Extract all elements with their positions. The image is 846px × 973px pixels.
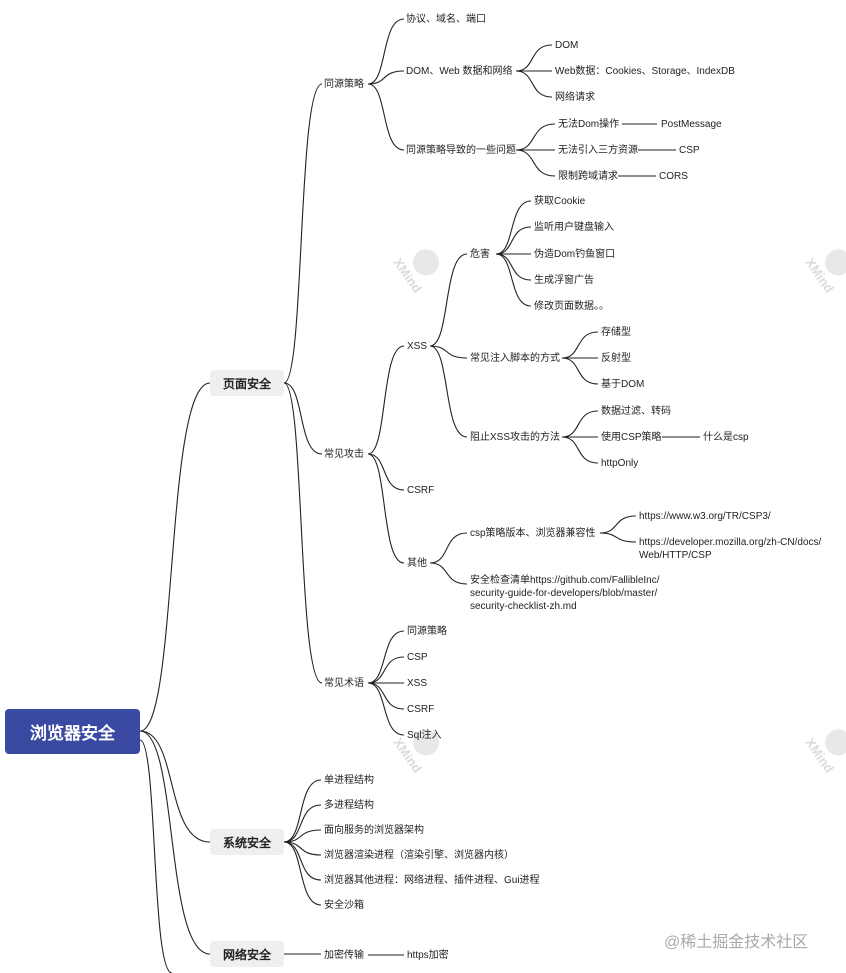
- connector-line: [139, 739, 173, 973]
- topic-dom-web-network[interactable]: DOM、Web 数据和网络: [406, 66, 513, 77]
- topic-system-security[interactable]: 系统安全: [210, 829, 284, 855]
- topic-system-item[interactable]: 浏览器渲染进程（渲染引擎、浏览器内核）: [324, 850, 514, 861]
- connector-line: [515, 123, 556, 151]
- topic-inject-item[interactable]: 基于DOM: [601, 379, 645, 390]
- topic-csrf[interactable]: CSRF: [407, 485, 435, 496]
- topic-system-item[interactable]: 面向服务的浏览器架构: [324, 825, 424, 836]
- topic-harm-item[interactable]: 监听用户键盘输入: [534, 222, 614, 233]
- connector-line: [367, 656, 405, 684]
- connector-line: [599, 532, 637, 543]
- connector-line: [283, 841, 322, 881]
- connector-line: [429, 345, 468, 359]
- connector-line: [367, 453, 405, 564]
- topic-dom[interactable]: DOM: [555, 40, 579, 51]
- connector-line: [367, 453, 405, 491]
- connector-line: [367, 18, 405, 85]
- connector-line: [429, 562, 468, 585]
- connector-line: [495, 253, 532, 307]
- topic-system-item[interactable]: 安全沙箱: [324, 900, 364, 911]
- topic-inject-item[interactable]: 反射型: [601, 353, 631, 364]
- topic-url-mdn[interactable]: https://developer.mozilla.org/zh-CN/docs…: [639, 537, 822, 561]
- connector-line: [139, 730, 211, 955]
- connector-line: [561, 436, 599, 464]
- connector-line: [367, 345, 405, 455]
- connector-line: [495, 226, 532, 255]
- connector-line: [515, 149, 556, 177]
- topic-xss[interactable]: XSS: [407, 341, 428, 352]
- connector-line: [367, 83, 405, 151]
- connector-line: [429, 532, 468, 564]
- connector-line: [515, 44, 553, 72]
- connector-line: [561, 331, 599, 359]
- topic-harm-item[interactable]: 伪造Dom钓鱼窗口: [534, 249, 616, 260]
- connector-line: [139, 382, 211, 732]
- topic-inject-methods[interactable]: 常见注入脚本的方式: [470, 353, 560, 364]
- connector-line: [495, 200, 532, 255]
- topic-security-checklist[interactable]: 安全检查清单https://github.com/FallibleInc/ se…: [470, 575, 660, 612]
- topic-postmessage[interactable]: PostMessage: [661, 119, 722, 130]
- connector-line: [367, 630, 405, 684]
- connector-line: [283, 804, 322, 843]
- topic-term[interactable]: 同源策略: [407, 626, 447, 637]
- topic-harm-item[interactable]: 生成浮窗广告: [534, 275, 594, 286]
- topic-web-data[interactable]: Web数据：Cookies、Storage、IndexDB: [555, 66, 735, 77]
- connector-line: [599, 515, 637, 534]
- topic-prevent-item[interactable]: 使用CSP策略: [601, 432, 662, 443]
- topic-encrypted-transfer[interactable]: 加密传输: [324, 950, 364, 961]
- topic-term[interactable]: Sql注入: [407, 730, 442, 741]
- topic-csp-solution[interactable]: CSP: [679, 145, 700, 156]
- topic-harm-item[interactable]: 获取Cookie: [534, 196, 586, 207]
- connector-line: [429, 253, 468, 347]
- connector-line: [367, 70, 405, 85]
- connector-line: [561, 357, 599, 385]
- connector-line: [139, 730, 211, 843]
- topic-https[interactable]: https加密: [407, 950, 449, 961]
- connector-line: [429, 345, 468, 438]
- topic-common-attacks[interactable]: 常见攻击: [324, 449, 364, 460]
- topic-prevent-item[interactable]: httpOnly: [601, 458, 639, 469]
- topic-term[interactable]: CSRF: [407, 704, 435, 715]
- topic-protocol-domain-port[interactable]: 协议、域名、端口: [406, 14, 486, 25]
- connector-line: [561, 410, 599, 438]
- connector-line: [283, 829, 322, 843]
- topic-same-origin-issues[interactable]: 同源策略导致的一些问题: [406, 145, 516, 156]
- topic-system-item[interactable]: 浏览器其他进程：网络进程、插件进程、Gui进程: [324, 875, 540, 886]
- topic-cross-domain-limit[interactable]: 限制跨域请求: [558, 171, 618, 182]
- topic-what-is-csp[interactable]: 什么是csp: [703, 432, 749, 443]
- topic-common-terms[interactable]: 常见术语: [324, 678, 364, 689]
- topic-no-third-party[interactable]: 无法引入三方资源: [558, 145, 638, 156]
- connector-line: [283, 83, 323, 384]
- topic-network-security[interactable]: 网络安全: [210, 941, 284, 967]
- connector-line: [367, 682, 405, 710]
- connector-line: [515, 70, 553, 98]
- topic-prevent-xss[interactable]: 阻止XSS攻击的方法: [470, 432, 561, 443]
- topic-csp-version[interactable]: csp策略版本、浏览器兼容性: [470, 528, 596, 539]
- connector-line: [283, 382, 323, 684]
- topic-harm[interactable]: 危害: [470, 249, 490, 260]
- topic-cors[interactable]: CORS: [659, 171, 688, 182]
- connector-line: [283, 779, 322, 843]
- topic-harm-item[interactable]: 修改页面数据。。: [534, 301, 609, 312]
- connector-line: [283, 841, 322, 906]
- footer-watermark-text: @稀土掘金技术社区: [664, 934, 809, 951]
- topic-term[interactable]: XSS: [407, 678, 428, 689]
- topic-no-dom-op[interactable]: 无法Dom操作: [558, 119, 620, 130]
- root-topic[interactable]: 浏览器安全: [5, 709, 140, 754]
- topic-system-item[interactable]: 多进程结构: [324, 800, 374, 811]
- topic-system-item[interactable]: 单进程结构: [324, 775, 374, 786]
- topic-same-origin[interactable]: 同源策略: [324, 79, 364, 90]
- connector-line: [367, 682, 405, 736]
- topic-term[interactable]: CSP: [407, 652, 428, 663]
- topic-url-w3c[interactable]: https://www.w3.org/TR/CSP3/: [639, 511, 771, 522]
- topic-network-request[interactable]: 网络请求: [555, 92, 595, 103]
- topic-prevent-item[interactable]: 数据过滤、转码: [601, 406, 671, 417]
- connector-line: [495, 253, 532, 281]
- topic-inject-item[interactable]: 存储型: [601, 327, 631, 338]
- topic-other[interactable]: 其他: [407, 558, 427, 569]
- topic-page-security[interactable]: 页面安全: [210, 370, 284, 396]
- connector-line: [283, 382, 323, 455]
